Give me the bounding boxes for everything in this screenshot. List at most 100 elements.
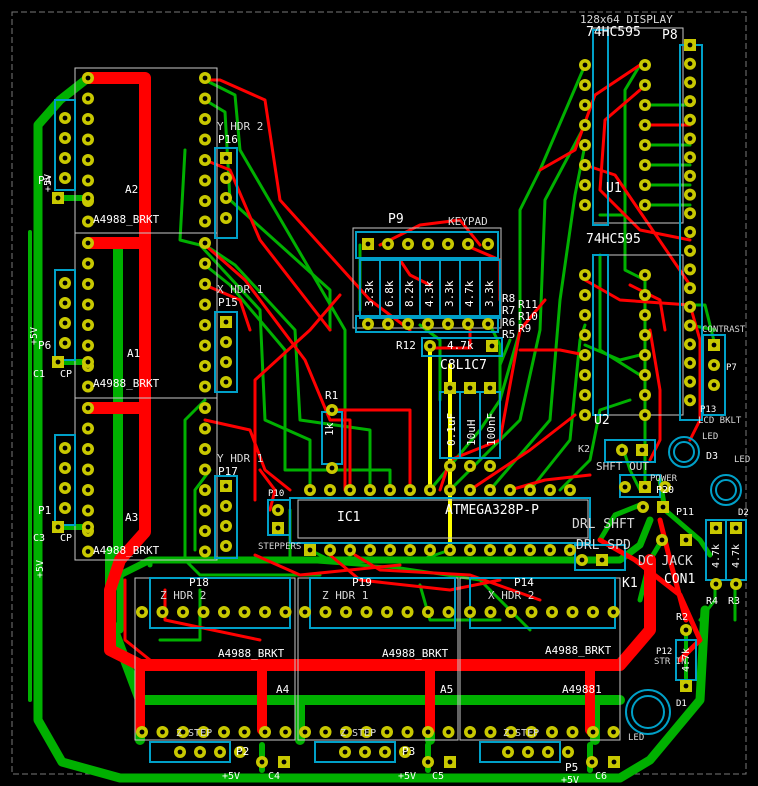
- pad-hole: [590, 609, 596, 615]
- pad-hole: [642, 122, 648, 128]
- pad-hole: [329, 465, 335, 471]
- pad-hole: [85, 508, 91, 513]
- c3-label: C3: [33, 533, 46, 544]
- r5-label: R5: [502, 328, 516, 341]
- pad-hole: [570, 729, 575, 735]
- pad-hole: [85, 426, 91, 431]
- pad-hole: [343, 609, 349, 615]
- pads: [52, 39, 742, 768]
- d3-label: D3: [706, 451, 719, 462]
- pad-hole: [202, 426, 208, 431]
- pad-hole: [223, 523, 229, 529]
- pad-hole: [447, 385, 453, 391]
- pad-hole: [223, 379, 229, 385]
- pad-hole: [387, 487, 393, 493]
- a4988-label-6: A4988_BRKT: [545, 644, 612, 657]
- pad-hole: [488, 729, 493, 735]
- pad-hole: [160, 609, 165, 615]
- pad-hole: [687, 267, 693, 272]
- pad-hole: [85, 75, 91, 81]
- pad-hole: [85, 487, 91, 493]
- pad-hole: [427, 343, 433, 349]
- pad-hole: [529, 729, 534, 735]
- pad-hole: [582, 272, 588, 278]
- plus5v-label-3: +5V: [35, 559, 46, 578]
- pad-hole: [384, 609, 390, 615]
- r12-label: R12: [396, 339, 416, 352]
- pad-hole: [275, 525, 281, 531]
- pad-hole: [407, 487, 413, 493]
- pad-hole: [139, 729, 145, 735]
- pad-hole: [180, 609, 186, 615]
- a5-label: A5: [440, 683, 454, 696]
- z-step-label-1: Z STEP: [176, 728, 213, 739]
- led-label-3: LED: [628, 733, 645, 743]
- res-value-6: 4.7k: [463, 280, 476, 308]
- pad-hole: [425, 729, 431, 735]
- y-hdr-2-label: Y HDR 2: [217, 120, 264, 133]
- p16-label: P16: [218, 133, 238, 146]
- u1-label: U1: [606, 181, 622, 196]
- pad-hole: [611, 609, 616, 615]
- p7-label: P7: [726, 363, 737, 373]
- pad-hole: [445, 321, 451, 327]
- pad-hole: [687, 229, 693, 235]
- pad-hole: [525, 749, 531, 755]
- pad-hole: [446, 609, 451, 615]
- pad-hole: [687, 397, 693, 403]
- pad-hole: [467, 729, 473, 735]
- r1-label: R1: [325, 389, 339, 402]
- pad-hole: [447, 759, 453, 765]
- pad-hole: [687, 341, 693, 347]
- pad-hole: [262, 609, 268, 615]
- pad-hole: [642, 312, 648, 318]
- pad-hole: [262, 729, 268, 735]
- pad-hole: [85, 405, 91, 411]
- pad-hole: [467, 463, 473, 469]
- pad-hole: [62, 280, 68, 286]
- pad-hole: [687, 360, 693, 366]
- str-in-label: STR IN: [654, 657, 687, 667]
- pad-hole: [642, 392, 648, 398]
- z-step-label-2: Z STEP: [340, 728, 377, 739]
- pad-hole: [85, 240, 91, 246]
- d1-label: D1: [676, 699, 687, 709]
- c8-value: 0.1uF: [445, 412, 458, 446]
- pad-hole: [683, 683, 689, 689]
- z-hdr-1-label: Z HDR 1: [322, 589, 369, 602]
- keypad-label: KEYPAD: [448, 215, 488, 228]
- pad-hole: [687, 248, 693, 254]
- pad-hole: [582, 352, 588, 358]
- pad-hole: [447, 547, 453, 553]
- l1-value: 10uH: [465, 419, 478, 447]
- pad-hole: [687, 136, 693, 141]
- pad-hole: [62, 135, 68, 141]
- pad-hole: [582, 122, 588, 128]
- pad-hole: [347, 547, 353, 553]
- pad-hole: [177, 749, 183, 755]
- pad-hole: [467, 385, 473, 391]
- pad-hole: [242, 729, 247, 735]
- c1-label: C1: [33, 369, 46, 380]
- pad-hole: [202, 178, 208, 183]
- pad-hole: [385, 241, 391, 247]
- pad-hole: [342, 749, 348, 755]
- p3-label: P3: [402, 745, 416, 758]
- pad-hole: [85, 343, 91, 348]
- pad-hole: [687, 154, 693, 160]
- pad-hole: [201, 729, 206, 735]
- pad-hole: [405, 321, 411, 327]
- pad-hole: [549, 729, 555, 735]
- lcd-bklt-label: LCD BKLT: [698, 416, 742, 426]
- pad-hole: [323, 609, 328, 615]
- a4988-label-1: A4988_BRKT: [93, 213, 160, 226]
- pad-hole: [364, 729, 369, 735]
- pad-hole: [467, 547, 473, 553]
- con1-label: CON1: [664, 572, 696, 587]
- pad-hole: [642, 484, 648, 490]
- res-value-5: 3.3k: [443, 280, 456, 308]
- pad-hole: [425, 321, 431, 327]
- pad-hole: [582, 202, 588, 208]
- pad-hole: [62, 465, 68, 471]
- pad-hole: [582, 142, 588, 148]
